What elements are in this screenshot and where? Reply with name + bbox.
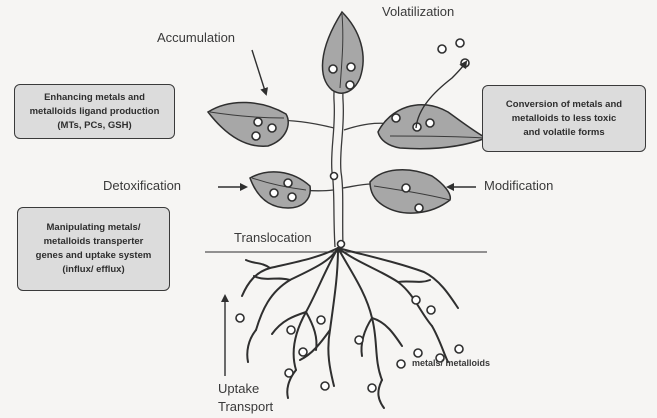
ligand-box-line-2: metalloids ligand production	[15, 105, 174, 119]
transporter-box-line-4: (influx/ efflux)	[18, 263, 169, 277]
conversion-box-line-1: Conversion of metals and	[483, 98, 645, 112]
volatilization-label: Volatilization	[382, 4, 454, 19]
modification-label: Modification	[484, 178, 553, 193]
transporter-box-line-3: genes and uptake system	[18, 249, 169, 263]
uptake-label: Uptake	[218, 381, 259, 396]
ligand-box-line-3: (MTs, PCs, GSH)	[15, 119, 174, 133]
accumulation-arrow	[252, 50, 266, 94]
translocation-label: Translocation	[234, 230, 312, 245]
leaf-middle-left	[250, 172, 310, 208]
conversion-box: Conversion of metals and metalloids to l…	[482, 85, 646, 152]
transporter-box: Manipulating metals/ metalloids transper…	[17, 207, 170, 291]
ligand-production-box: Enhancing metals and metalloids ligand p…	[14, 84, 175, 139]
conversion-box-line-2: metalloids to less toxic	[483, 112, 645, 126]
metals-metalloids-label: metals/ metalloids	[412, 358, 490, 368]
leaf-upper-left	[208, 102, 288, 146]
transporter-box-line-1: Manipulating metals/	[18, 221, 169, 235]
detoxification-label: Detoxification	[103, 178, 181, 193]
transport-label: Transport	[218, 399, 273, 414]
ligand-box-line-1: Enhancing metals and	[15, 91, 174, 105]
accumulation-label: Accumulation	[157, 30, 235, 45]
roots	[242, 248, 458, 408]
metal-particles	[236, 39, 469, 392]
transporter-box-line-2: metalloids transperter	[18, 235, 169, 249]
leaves	[208, 12, 486, 213]
conversion-box-line-3: and volatile forms	[483, 126, 645, 140]
